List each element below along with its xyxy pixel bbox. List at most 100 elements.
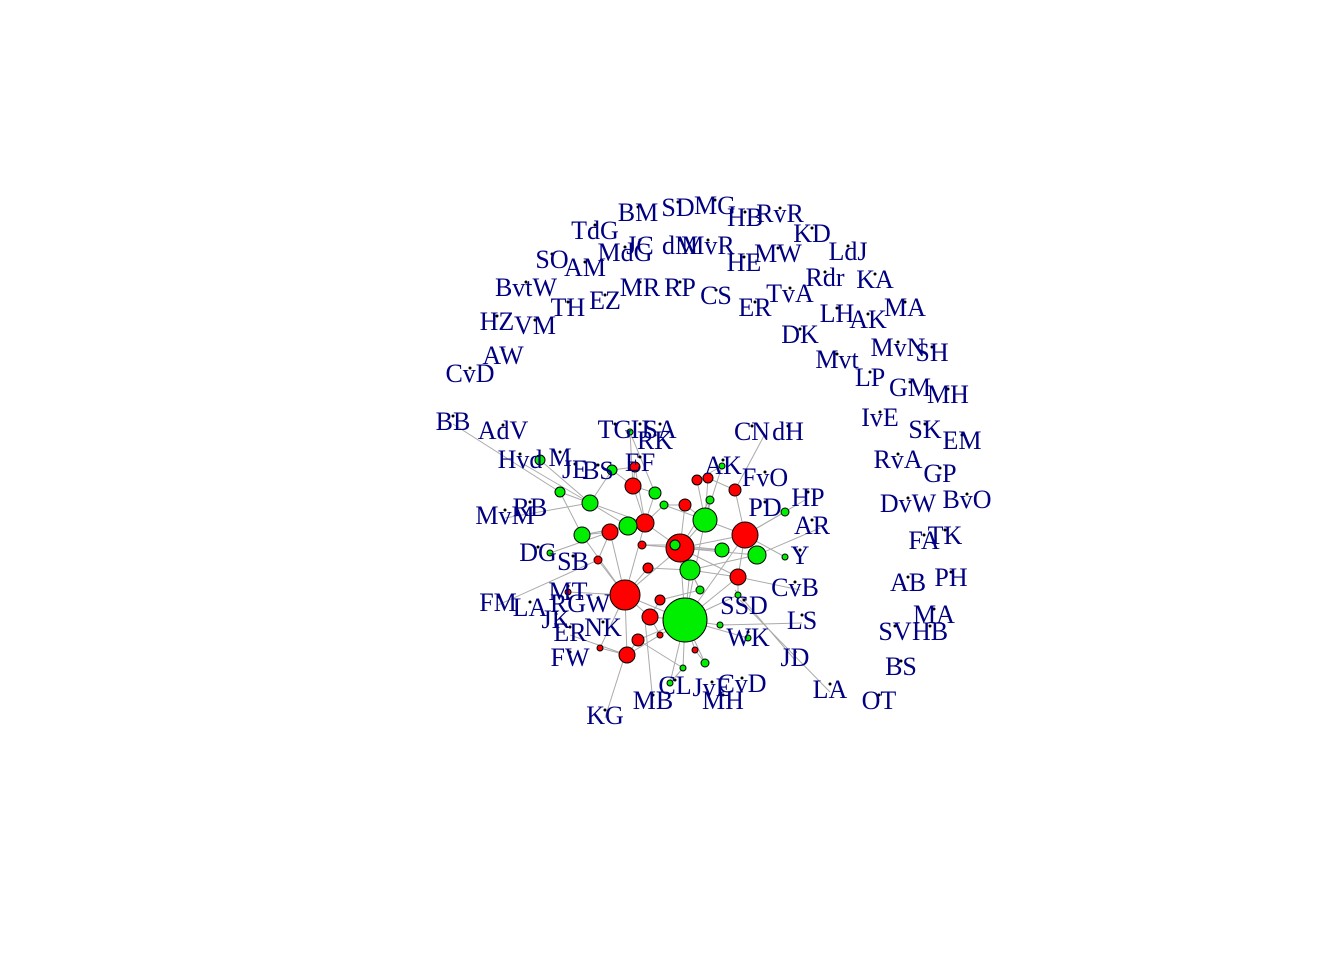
graph-vertex-dot-7 [678, 238, 682, 242]
graph-vertex-dot-34 [501, 348, 505, 352]
graph-node-label: CS [700, 281, 732, 310]
graph-vertex-dot-42 [878, 410, 882, 414]
graph-node-label: VM [514, 311, 556, 340]
graph-outer-edge-1 [644, 619, 654, 704]
graph-vertex-dot-29 [495, 314, 499, 318]
graph-vertex-dot-26 [835, 306, 839, 310]
graph-node-11 [624, 477, 642, 495]
graph-node-16 [728, 483, 742, 497]
graph-node-label: JD [781, 643, 810, 672]
graph-vertex-dot-92 [828, 682, 832, 686]
graph-node-41 [705, 495, 715, 505]
graph-node-label: RK [637, 426, 673, 455]
graph-node-label: Hvd [498, 445, 543, 474]
graph-node-label: MdG [598, 238, 653, 267]
graph-node-label: JC [626, 231, 653, 260]
graph-node-label: LdJ [829, 237, 868, 266]
graph-node-3 [731, 521, 759, 549]
graph-vertex-dot-87 [601, 620, 605, 624]
graph-vertex-dot-79 [596, 596, 600, 600]
graph-node-label: RP [664, 273, 696, 302]
graph-node-5 [679, 559, 701, 581]
graph-vertex-dot-9 [810, 226, 814, 230]
graph-vertex-dot-54 [558, 450, 562, 454]
graph-node-label: MG [694, 191, 736, 220]
graph-edge-87 [637, 639, 684, 669]
graph-node-label: SSD [720, 591, 768, 620]
graph-node-label: EF [625, 448, 655, 477]
graph-vertex-dot-18 [524, 280, 528, 284]
graph-vertex-dot-12 [776, 246, 780, 250]
graph-node-40 [718, 462, 726, 470]
graph-vertex-dot-74 [566, 584, 570, 588]
graph-node-18 [648, 486, 662, 500]
graph-node-35 [700, 658, 710, 668]
graph-vertex-dot-96 [710, 680, 714, 684]
graph-vertex-dot-55 [573, 462, 577, 466]
graph-node-17 [714, 542, 730, 558]
graph-vertex-dot-75 [793, 580, 797, 584]
graph-edge-86 [659, 589, 701, 601]
graph-vertex-dot-24 [566, 300, 570, 304]
graph-node-label: ER [738, 293, 772, 322]
graph-node-label: MW [754, 239, 802, 268]
graph-outer-edge-5 [504, 502, 591, 519]
graph-vertex-dot-58 [763, 470, 767, 474]
graph-vertex-dot-68 [943, 528, 947, 532]
graph-node-label: MT [549, 577, 588, 606]
graph-node-48 [716, 621, 724, 629]
graph-node-47 [656, 631, 664, 639]
graph-vertex-dot-30 [533, 318, 537, 322]
graph-outer-edge-8 [734, 433, 766, 491]
graph-vertex-dot-85 [928, 624, 932, 628]
graph-node-label: JE [562, 455, 588, 484]
graph-vertex-dot-83 [800, 613, 804, 617]
graph-node-label: LH [820, 299, 855, 328]
graph-node-23 [642, 562, 654, 574]
graph-vertex-dot-51 [896, 452, 900, 456]
graph-vertex-dot-60 [806, 490, 810, 494]
graph-node-label: HB [727, 203, 763, 232]
graph-node-label: BM [618, 198, 658, 227]
graph-node-8 [601, 523, 619, 541]
graph-outer-edge-0 [604, 654, 626, 719]
graph-vertex-dot-50 [786, 424, 790, 428]
graph-node-label: TvA [766, 279, 814, 308]
graph-outer-edge-10 [756, 527, 821, 556]
graph-node-label: SA [643, 415, 676, 444]
graph-node-label: HE [727, 248, 762, 277]
graph-node-33 [734, 591, 742, 599]
graph-node-label: dM [662, 231, 698, 260]
graph-vertex-dot-63 [503, 508, 507, 512]
graph-node-label: JvE [693, 673, 732, 702]
graph-node-label: MH [927, 380, 969, 409]
graph-node-label: EM [943, 426, 982, 455]
graph-vertex-dot-69 [536, 545, 540, 549]
graph-vertex-dot-57 [638, 455, 642, 459]
graph-node-label: EZ [589, 286, 621, 315]
graph-node-label: SB [557, 547, 589, 576]
graph-node-label: AdV [478, 416, 529, 445]
graph-node-label: MR [620, 273, 661, 302]
graph-node-label: FvO [742, 463, 788, 492]
graph-node-39 [626, 428, 634, 436]
graph-edge-69 [539, 459, 591, 504]
graph-vertex-dot-2 [713, 198, 717, 202]
graph-edge-56 [589, 502, 646, 524]
graph-node-label: DK [781, 320, 819, 349]
graph-vertex-dot-76 [496, 595, 500, 599]
graph-node-label: MA [913, 600, 955, 629]
graph-edge-82 [629, 431, 656, 494]
graph-node-1 [609, 579, 641, 611]
graph-vertex-dot-61 [906, 496, 910, 500]
graph-vertex-dot-71 [798, 548, 802, 552]
graph-vertex-dot-95 [651, 693, 655, 697]
graph-node-label: BB [436, 407, 471, 436]
graph-outer-edge-4 [497, 559, 599, 606]
graph-vertex-dot-37 [868, 370, 872, 374]
graph-vertex-dot-23 [603, 293, 607, 297]
graph-node-label: PH [934, 563, 967, 592]
graph-node-44 [637, 540, 647, 550]
graph-vertex-dot-3 [743, 210, 747, 214]
